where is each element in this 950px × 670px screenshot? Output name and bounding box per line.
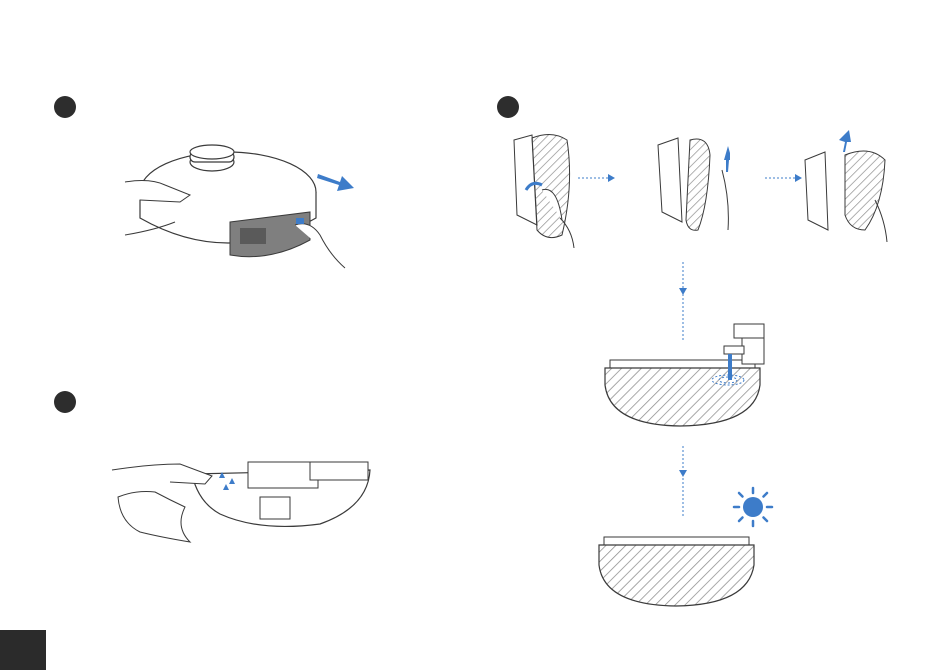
sun-icon <box>732 486 774 528</box>
flow-arrow-icon <box>765 172 803 184</box>
robot-remove-module-illustration <box>120 140 360 275</box>
push-arrow-icon <box>316 168 356 194</box>
water-drops-icon <box>710 372 746 388</box>
step-marker-3 <box>54 391 76 413</box>
flow-arrow-icon <box>578 172 616 184</box>
wipe-module-illustration <box>110 452 375 547</box>
mop-pad-peel-panel-1 <box>502 130 582 250</box>
page-tab-marker <box>0 630 46 670</box>
flow-arrow-icon <box>676 446 690 516</box>
dry-mop-pad-illustration <box>596 535 761 610</box>
step-marker-2 <box>497 96 519 118</box>
step-marker-1 <box>54 96 76 118</box>
mop-pad-peel-panel-2 <box>650 130 730 240</box>
mop-pad-peel-panel-3 <box>795 130 890 245</box>
